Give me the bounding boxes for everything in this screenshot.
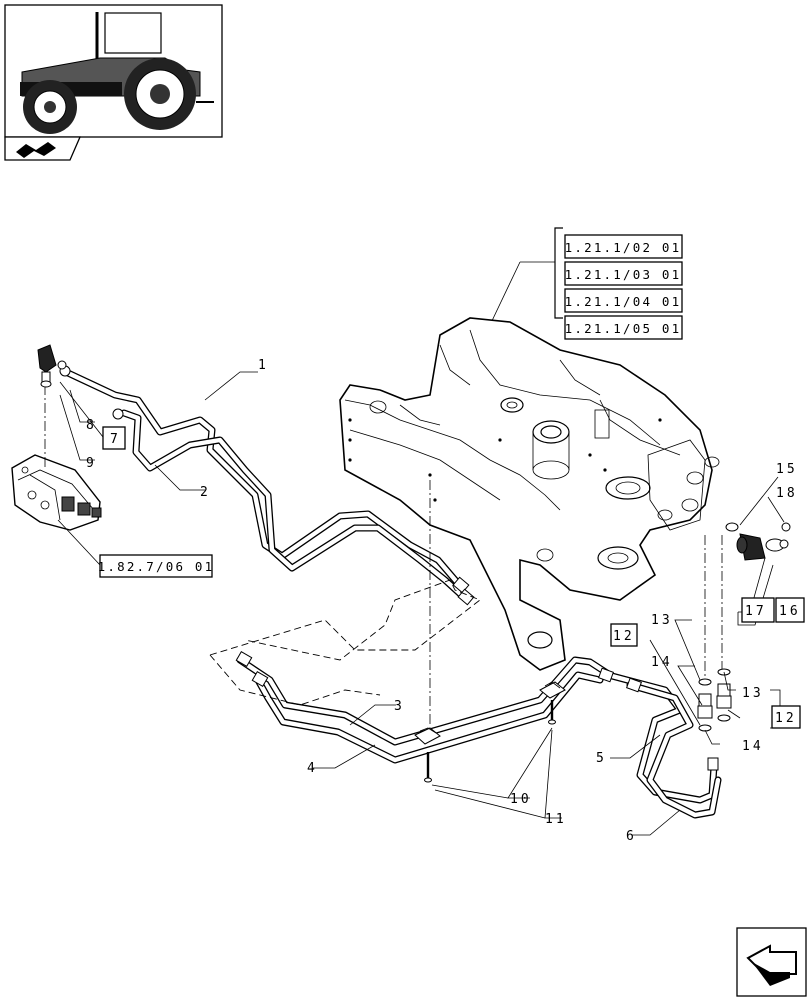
valve-leader	[57, 519, 101, 566]
callout-15[interactable]: 15	[776, 462, 798, 477]
callout-7[interactable]: 7	[110, 432, 121, 447]
ref-1-21-1-05[interactable]: 1.21.1/05 01	[565, 321, 682, 336]
callout-14b[interactable]: 14	[742, 739, 764, 754]
routing-outline-lower	[209, 654, 381, 706]
callout-17[interactable]: 17	[745, 604, 767, 619]
callout-2[interactable]: 2	[200, 485, 211, 500]
reference-box-group: 1.21.1/02 01 1.21.1/03 01 1.21.1/04 01 1…	[489, 227, 683, 340]
routing-outline-upper	[209, 579, 481, 661]
pipe-6[interactable]	[626, 681, 722, 819]
quick-coupler-left[interactable]	[37, 344, 67, 388]
ref-1-82-7[interactable]: 1.82.7/06 01	[98, 559, 215, 574]
callout-17-box	[741, 597, 775, 623]
tractor-thumbnail[interactable]	[4, 4, 223, 138]
callout-1[interactable]: 1	[258, 358, 269, 373]
callout-14a[interactable]: 14	[651, 655, 673, 670]
callout-12a-box	[610, 623, 638, 647]
open-book-icon	[16, 142, 56, 158]
callout-4[interactable]: 4	[307, 761, 318, 776]
control-valve[interactable]	[11, 454, 102, 531]
next-page-button[interactable]	[736, 927, 807, 997]
callout-9[interactable]: 9	[86, 456, 97, 471]
book-tab[interactable]	[4, 136, 81, 161]
callout-12a[interactable]: 12	[613, 629, 635, 644]
callout-11[interactable]: 11	[545, 812, 567, 827]
axle-support-casting	[339, 317, 720, 671]
callout-labels: 1 2 3 4 5 6 8 9 10 11 13 14 13 14 15 18 …	[86, 358, 805, 844]
ref-1-21-1-04[interactable]: 1.21.1/04 01	[565, 294, 682, 309]
callout-6[interactable]: 6	[626, 829, 637, 844]
ref-1-21-1-02[interactable]: 1.21.1/02 01	[565, 240, 682, 255]
callout-12b[interactable]: 12	[775, 711, 797, 726]
callout-16[interactable]: 16	[779, 604, 801, 619]
adapter-fittings-left[interactable]	[697, 678, 713, 732]
callout-7-box	[102, 426, 126, 450]
tractor-thumbnail-icon	[20, 12, 214, 134]
ref-1-82-7-box	[99, 554, 213, 578]
ref-1-21-1-03[interactable]: 1.21.1/03 01	[565, 267, 682, 282]
callout-12b-box	[771, 705, 801, 729]
callout-8[interactable]: 8	[86, 418, 97, 433]
callout-13a[interactable]: 13	[651, 613, 673, 628]
adapter-fittings-right[interactable]	[716, 668, 732, 722]
pipe-fittings	[235, 650, 719, 771]
pipe-2[interactable]	[120, 409, 471, 604]
clamp-bolts[interactable]	[424, 700, 556, 783]
callout-10[interactable]: 10	[510, 792, 532, 807]
next-page-arrow-icon	[746, 944, 797, 986]
pipe-clamp[interactable]	[414, 681, 566, 745]
pipe-4[interactable]	[254, 671, 604, 764]
callout-5[interactable]: 5	[596, 751, 607, 766]
bulkhead-coupler[interactable]	[725, 522, 791, 561]
callout-16-box	[775, 597, 805, 623]
pipe-3[interactable]	[236, 656, 614, 746]
callout-3[interactable]: 3	[394, 699, 405, 714]
callout-18[interactable]: 18	[776, 486, 798, 501]
callout-13b[interactable]: 13	[742, 686, 764, 701]
pipe-1[interactable]	[64, 369, 466, 592]
